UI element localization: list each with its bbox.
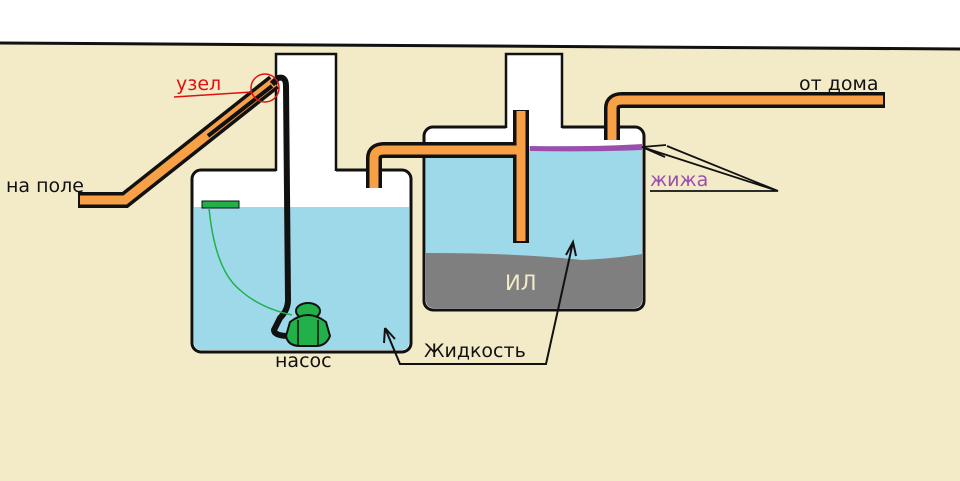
pump-hose bbox=[269, 74, 292, 339]
liquid-arrows bbox=[383, 239, 577, 365]
scum-arrows bbox=[641, 144, 779, 192]
sludge-layer bbox=[426, 253, 642, 308]
label-from-house: от дома bbox=[799, 73, 878, 95]
scum-layer bbox=[530, 144, 642, 152]
label-pump: насос bbox=[275, 350, 332, 372]
knot-marker bbox=[250, 73, 280, 103]
float-switch bbox=[201, 200, 240, 209]
float-wire bbox=[208, 207, 293, 316]
label-scum: жижа bbox=[650, 169, 708, 191]
label-to-field: на поле bbox=[6, 175, 84, 197]
ground-surface-line bbox=[0, 41, 960, 51]
pump-icon bbox=[284, 302, 332, 347]
label-sludge: ИЛ bbox=[505, 271, 537, 295]
label-knot: узел bbox=[176, 73, 221, 95]
label-liquid: Жидкость bbox=[424, 340, 526, 362]
